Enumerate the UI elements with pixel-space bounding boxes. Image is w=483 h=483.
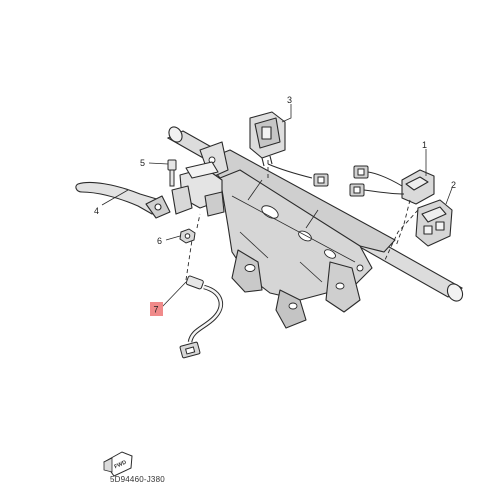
master-cylinder (171, 161, 225, 217)
switch-guide-line (185, 213, 201, 281)
brake-lever-part-4 (75, 181, 171, 219)
stop-switch-part-7 (179, 275, 224, 359)
switch-1-guide-line (395, 199, 411, 247)
frame-holes (208, 156, 364, 310)
callout-leaders (101, 104, 453, 308)
part-code: 5D94460-J380 (110, 475, 165, 483)
callout-4: 4 (94, 206, 99, 216)
switch-1-connectors (349, 165, 405, 197)
switch-part-3 (249, 111, 286, 167)
callout-5: 5 (140, 158, 145, 168)
fwd-direction-icon: FWD (103, 451, 133, 477)
bolt-part-5 (167, 159, 177, 187)
callout-7: 7 (154, 305, 159, 315)
switch-part-2 (415, 199, 453, 247)
callout-7-highlight[interactable]: 7 (150, 302, 163, 316)
nut-part-6 (179, 228, 196, 244)
switch-3-connector (267, 163, 329, 187)
callout-6: 6 (157, 236, 162, 246)
frame-detail-lines (231, 179, 356, 283)
callout-1: 1 (422, 140, 427, 150)
switch-2-guide-line (383, 209, 419, 263)
callout-3: 3 (287, 95, 292, 105)
callout-2: 2 (451, 180, 456, 190)
fwd-label: FWD (114, 460, 128, 471)
switch-part-1 (401, 169, 435, 205)
